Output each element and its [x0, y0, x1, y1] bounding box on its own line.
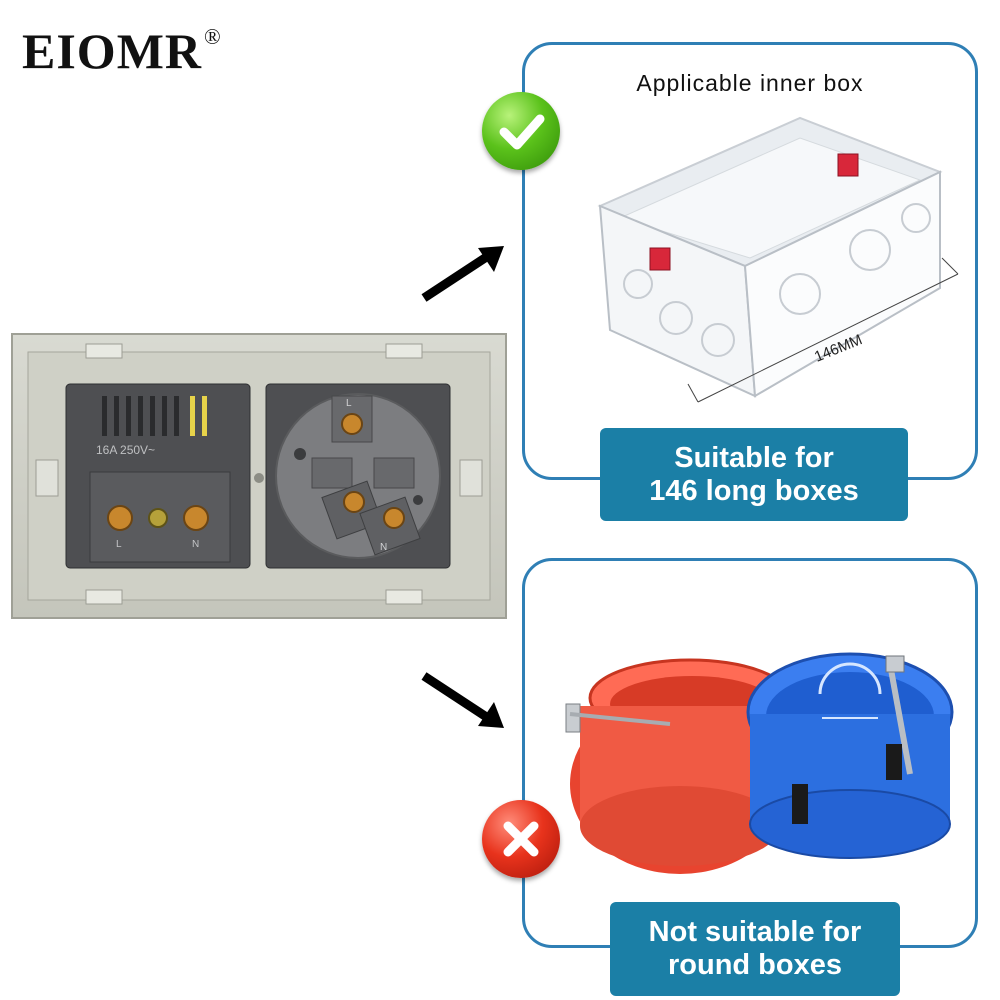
- brand-name: EIOMR: [22, 23, 202, 79]
- inner-box-title: Applicable inner box: [636, 70, 864, 96]
- cross-badge: [482, 800, 560, 878]
- registered-mark: ®: [204, 24, 222, 49]
- unsuitable-label-line2: round boxes: [667, 949, 842, 981]
- check-badge: [482, 92, 560, 170]
- round-boxes: [565, 652, 954, 874]
- right-terminal-l: L: [346, 398, 352, 409]
- left-terminal-n: N: [192, 539, 199, 550]
- brand-logo: EIOMR®: [22, 22, 222, 80]
- left-terminal-l: L: [116, 539, 122, 550]
- suitable-label-line1: Suitable for: [674, 441, 834, 474]
- cross-icon: [503, 821, 539, 857]
- check-icon: [499, 114, 545, 150]
- blue-round-box: [746, 652, 954, 859]
- rating-text: 16A 250V~: [96, 443, 155, 457]
- unsuitable-label: Not suitable for round boxes: [610, 902, 900, 996]
- rectangular-inner-box: [597, 116, 959, 403]
- arrow-down-right-icon: [421, 672, 504, 728]
- red-round-box: [565, 658, 792, 874]
- suitable-label: Suitable for 146 long boxes: [600, 428, 908, 521]
- double-socket-rear: 16A 250V~ L N L N: [11, 333, 507, 619]
- arrow-up-right-icon: [421, 246, 504, 302]
- right-terminal-n: N: [380, 542, 387, 553]
- unsuitable-label-line1: Not suitable for: [648, 916, 862, 948]
- suitable-label-line2: 146 long boxes: [649, 474, 859, 507]
